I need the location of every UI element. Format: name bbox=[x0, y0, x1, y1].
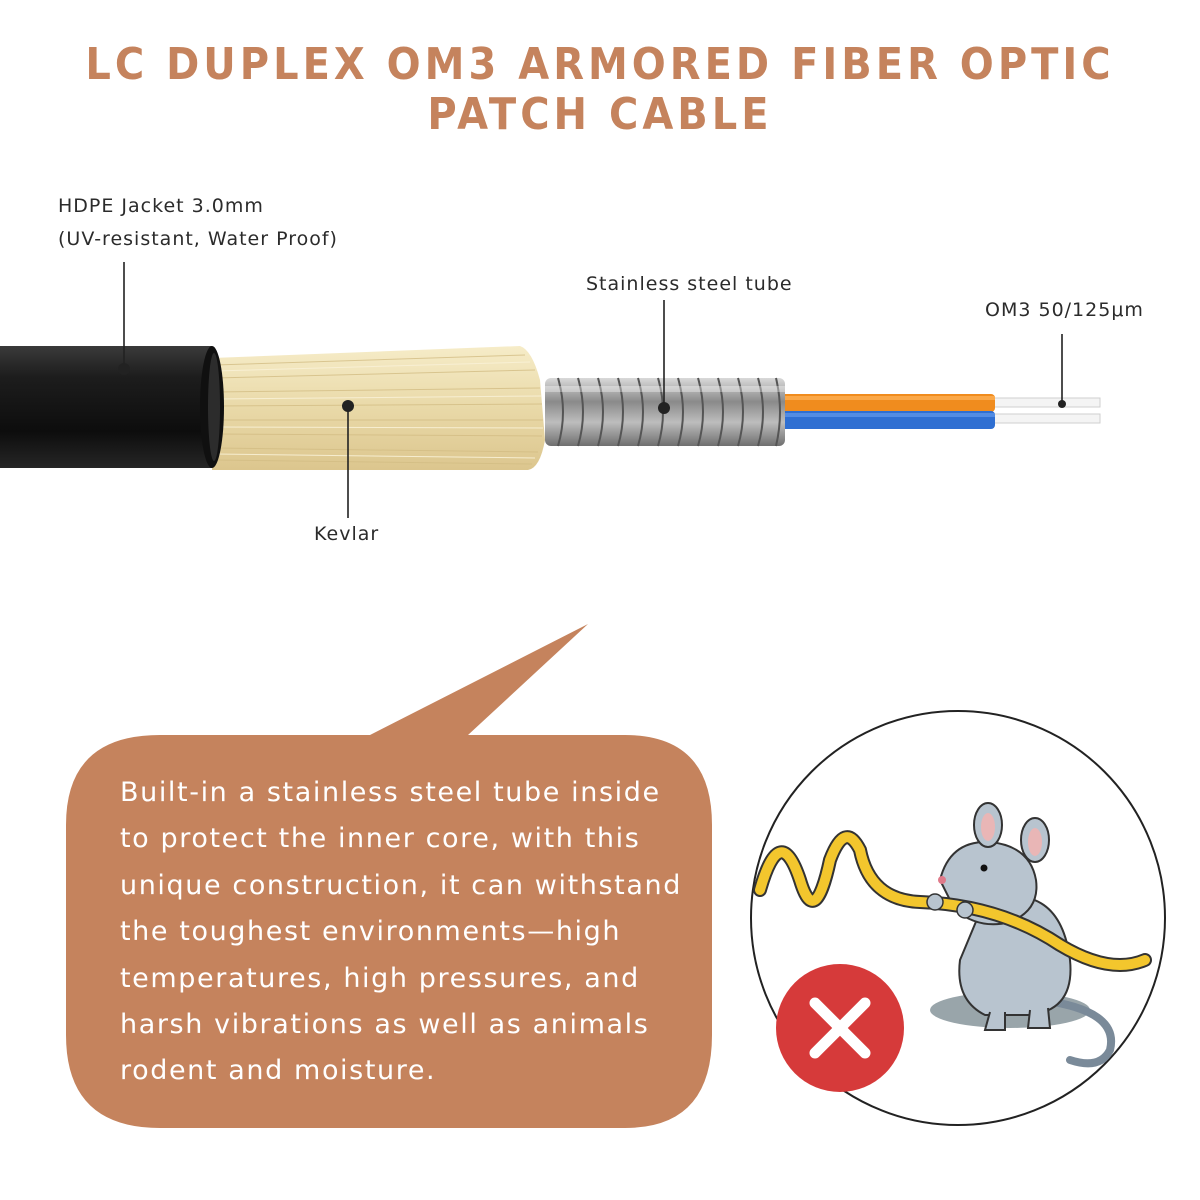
callout-line: rodent and moisture. bbox=[120, 1055, 437, 1087]
jacket-label-line2: (UV-resistant, Water Proof) bbox=[58, 228, 338, 250]
jacket-label-line1: HDPE Jacket 3.0mm bbox=[58, 195, 264, 217]
callout-line: unique construction, it can withstand bbox=[120, 869, 682, 901]
leader-lines bbox=[123, 262, 1063, 518]
jacket-marker-dot bbox=[118, 363, 130, 375]
callout-line: Built-in a stainless steel tube inside bbox=[120, 777, 661, 808]
callout-line: to protect the inner core, with this bbox=[120, 823, 641, 855]
callout-text: Built-in a stainless steel tube inside t… bbox=[120, 770, 720, 1095]
kevlar-label: Kevlar bbox=[314, 523, 380, 545]
bare-fibers bbox=[989, 397, 1101, 424]
page-title: LC DUPLEX OM3 ARMORED FIBER OPTIC PATCH … bbox=[85, 40, 1115, 140]
callout-bubble bbox=[66, 624, 712, 1128]
kevlar-marker-dot bbox=[342, 400, 354, 412]
steel-marker-dot bbox=[658, 402, 670, 414]
callout-line: temperatures, high pressures, and bbox=[120, 962, 640, 994]
callout-line: the toughest environments—high bbox=[120, 916, 622, 948]
jacket-label: HDPE Jacket 3.0mm (UV-resistant, Water P… bbox=[58, 190, 338, 256]
hdpe-jacket bbox=[0, 346, 224, 468]
prohibited-x-icon bbox=[776, 964, 904, 1092]
callout-line: harsh vibrations as well as animals bbox=[120, 1009, 650, 1041]
fiber-marker-dot bbox=[1058, 400, 1066, 408]
kevlar-bundle bbox=[212, 346, 545, 470]
fiber-label: OM3 50/125μm bbox=[985, 299, 1144, 321]
steel-tube-label: Stainless steel tube bbox=[586, 273, 793, 295]
